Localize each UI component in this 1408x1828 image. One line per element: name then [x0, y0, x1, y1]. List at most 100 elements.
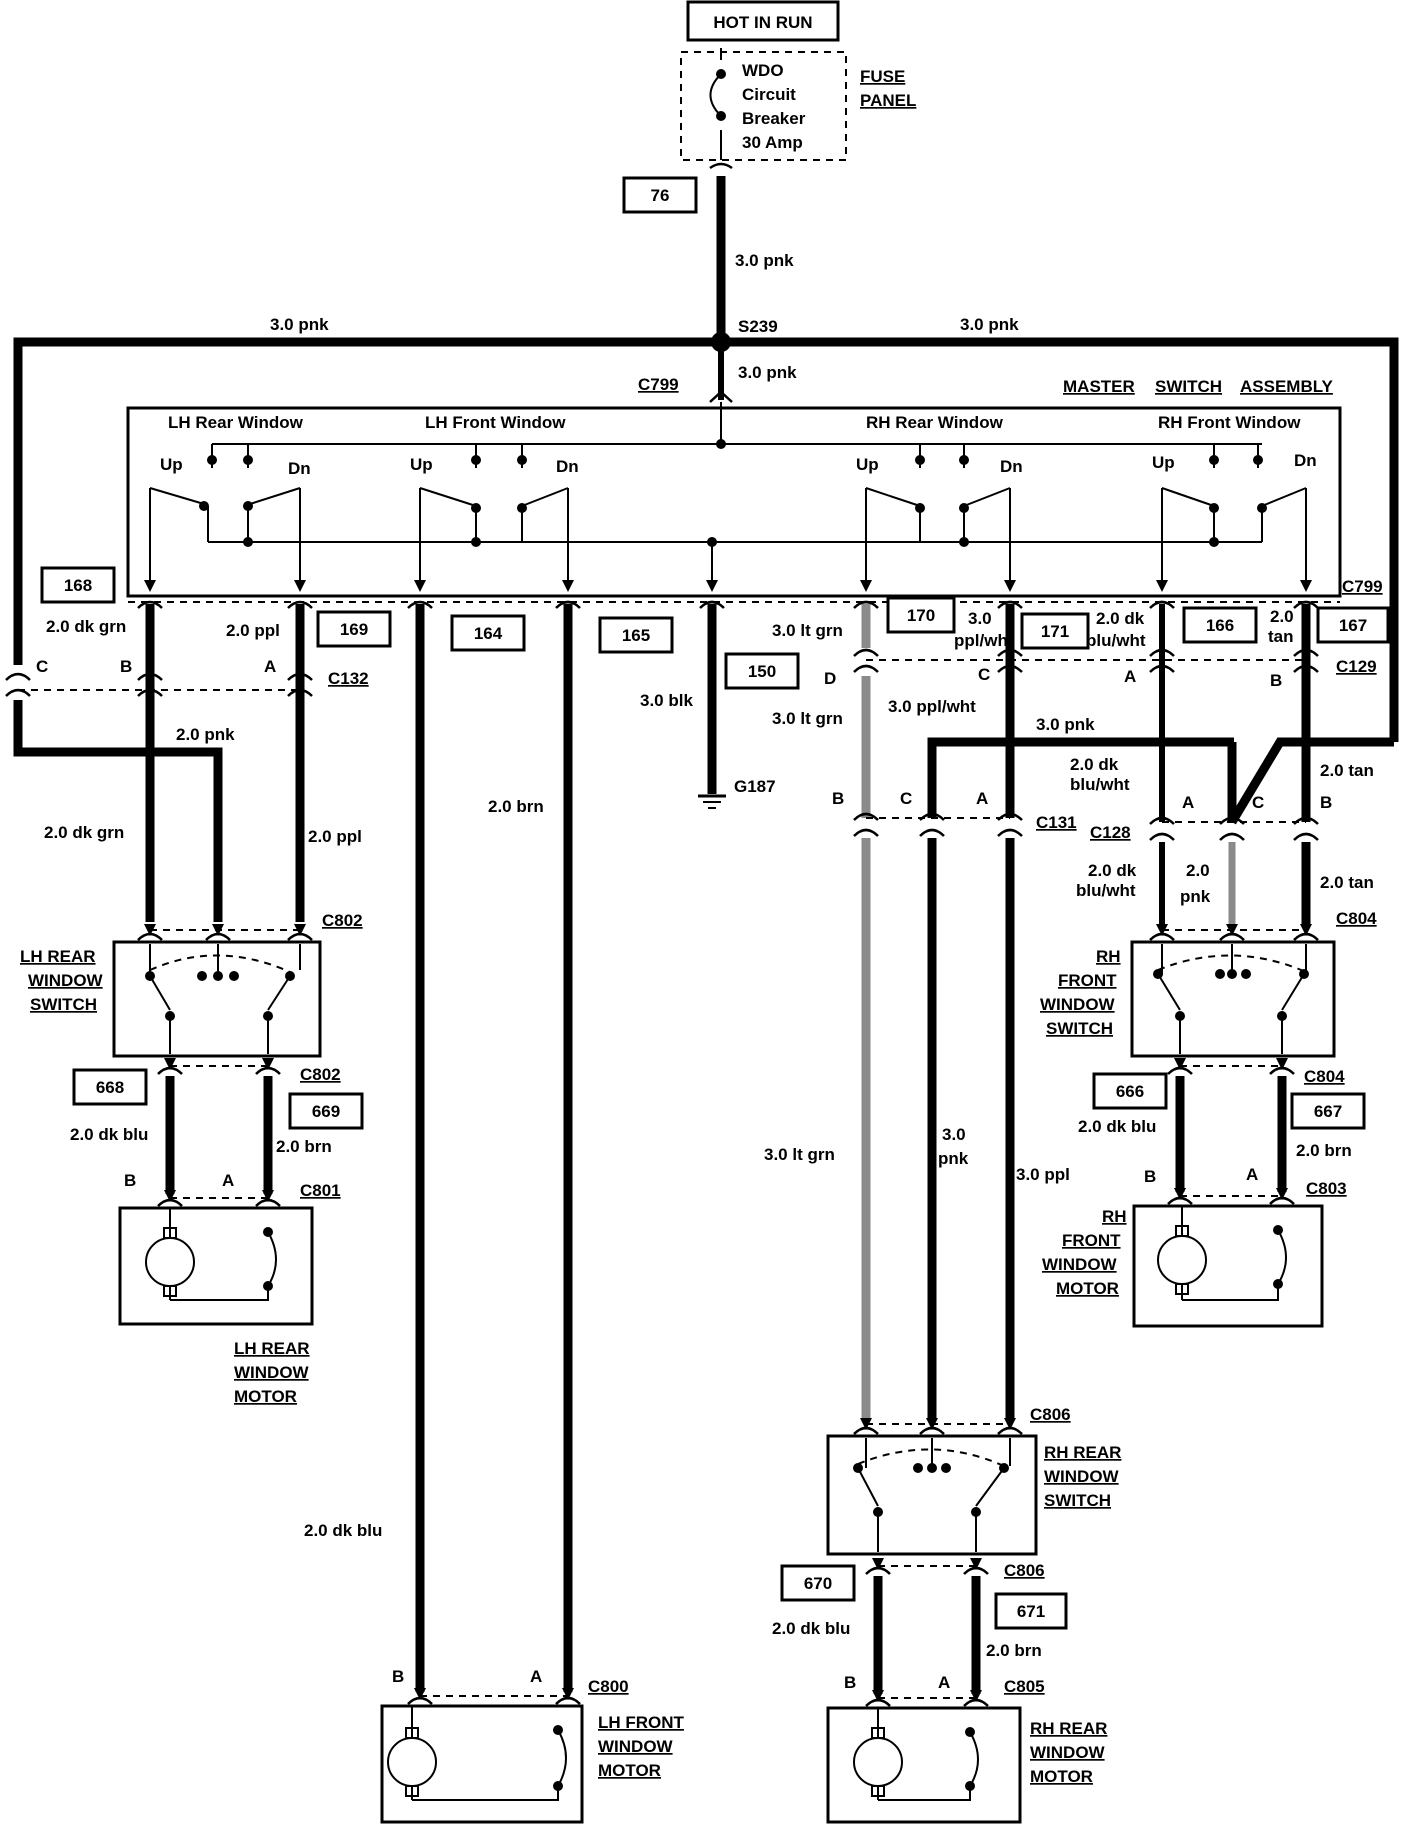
breaker-line-3: Breaker: [742, 109, 806, 128]
c129-pin-c: C: [978, 665, 990, 684]
rh-front-dn-label: Dn: [1294, 451, 1317, 470]
c803-pin-a: A: [1246, 1165, 1258, 1184]
rh-rear-switch-label-1: RH REAR: [1044, 1443, 1121, 1462]
circuit-669: 669: [312, 1102, 340, 1121]
rh-rear-window-motor: [826, 1706, 1022, 1824]
c806-top-connectors: [853, 1418, 1023, 1435]
lh-front-motor-icon: [387, 1706, 567, 1801]
wire-rf-dkblu-label: 2.0 dk blu: [1078, 1117, 1156, 1136]
circuit-670-box: [780, 1564, 856, 1602]
circuit-165: 165: [622, 626, 650, 645]
rh-front-motor-label-3: WINDOW: [1042, 1255, 1118, 1274]
rh-front-window-switch-group: RH Front Window Up Dn: [1152, 413, 1317, 586]
lh-rear-switch-label-1: LH REAR: [20, 947, 96, 966]
master-ground-junction: [707, 537, 717, 547]
rh-rear-switch-internals: [853, 1438, 1011, 1552]
c802-top-connectors: [137, 924, 313, 941]
circuit-666: 666: [1116, 1082, 1144, 1101]
c805-pin-b: B: [844, 1673, 856, 1692]
breaker-line-4: 30 Amp: [742, 133, 803, 152]
wire-rh-pnk-label: 3.0 pnk: [1036, 715, 1095, 734]
circuit-666-box: [1092, 1072, 1168, 1110]
lh-rear-window-switch: [112, 940, 322, 1058]
circuit-150-box: [724, 652, 800, 690]
c802-bottom-label: C802: [300, 1065, 341, 1084]
breaker-contact-bottom: [716, 111, 726, 121]
rh-rear-switch-label-3: SWITCH: [1044, 1491, 1111, 1510]
left-power-bus: [13, 337, 721, 665]
circuit-171-box: [1020, 612, 1090, 650]
breaker-line-1: WDO: [742, 61, 784, 80]
circuit-168: 168: [64, 576, 92, 595]
rh-front-motor-icon: [1157, 1206, 1287, 1301]
c803-connectors: [1167, 1188, 1295, 1205]
c799-bottom-label: C799: [1342, 577, 1383, 596]
c801-pin-a: A: [222, 1171, 234, 1190]
wire-166-label-b: blu/wht: [1086, 631, 1146, 650]
c805-connectors: [865, 1690, 989, 1707]
master-output-arrows: [144, 580, 1312, 592]
master-title-3: ASSEMBLY: [1240, 377, 1334, 396]
c803-label: C803: [1306, 1179, 1347, 1198]
circuit-671: 671: [1017, 1602, 1045, 1621]
c132-pin-c: C: [36, 657, 48, 676]
wire-171-label-a: 3.0: [968, 609, 992, 628]
wire-rr-pnk-label-b: pnk: [938, 1149, 969, 1168]
circuit-171: 171: [1041, 622, 1069, 641]
circuit-164: 164: [474, 624, 503, 643]
wire-rh-ltgrn-label: 3.0 lt grn: [772, 709, 843, 728]
wire-rf-brn-label: 2.0 brn: [1296, 1141, 1352, 1160]
c804-bottom-connectors: [1167, 1058, 1295, 1075]
lh-front-up-label: Up: [410, 455, 433, 474]
circuit-76-box: [622, 176, 698, 214]
c131-pin-a: A: [976, 789, 988, 808]
circuit-169-box: [316, 610, 392, 648]
fuse-connector: [709, 162, 733, 170]
splice-label: S239: [738, 317, 778, 336]
c132-connectors: [5, 672, 313, 697]
wire-rf-pnk-label-a: 2.0: [1186, 861, 1210, 880]
lh-front-dn-label: Dn: [556, 457, 579, 476]
c131-pin-c: C: [900, 789, 912, 808]
wire-rr-brn-label: 2.0 brn: [986, 1641, 1042, 1660]
rh-rear-window-switch: [826, 1434, 1038, 1556]
circuit-169: 169: [340, 620, 368, 639]
circuit-668-box: [72, 1068, 148, 1106]
lh-rear-motor-icon: [145, 1208, 277, 1301]
lh-rear-motor-label-3: MOTOR: [234, 1387, 297, 1406]
rh-front-up-label: Up: [1152, 453, 1175, 472]
c129-pin-d: D: [824, 669, 836, 688]
c806-top-label: C806: [1030, 1405, 1071, 1424]
wire-rr-ppl-label: 3.0 ppl: [1016, 1165, 1070, 1184]
c128-label: C128: [1090, 823, 1131, 842]
c801-label: C801: [300, 1181, 341, 1200]
lh-rear-switch-label-2: WINDOW: [28, 971, 104, 990]
wire-lr-dkblu-label: 2.0 dk blu: [70, 1125, 148, 1144]
wire-lh-pnk-label: 2.0 pnk: [176, 725, 235, 744]
c802-top-label: C802: [322, 911, 363, 930]
rh-front-motor-label-1: RH: [1102, 1207, 1127, 1226]
wire-rh-tan-label: 2.0 tan: [1320, 761, 1374, 780]
ground-g187-label: G187: [734, 777, 776, 796]
rh-rear-motor-label-2: WINDOW: [1030, 1743, 1106, 1762]
c804-top-label: C804: [1336, 909, 1377, 928]
right-bus-label: 3.0 pnk: [960, 315, 1019, 334]
c806-bottom-connectors: [865, 1558, 989, 1575]
wire-167-label-b: tan: [1268, 627, 1294, 646]
lh-rear-window-label: LH Rear Window: [168, 413, 304, 432]
c129-pin-b: B: [1270, 671, 1282, 690]
lh-front-motor-label-3: MOTOR: [598, 1761, 661, 1780]
rh-front-window-switch: [1130, 940, 1336, 1058]
wire-rh-pnk-feed: [1228, 737, 1394, 825]
wire-lh-front-brn-label: 2.0 brn: [488, 797, 544, 816]
circuit-671-box: [994, 1592, 1068, 1630]
c131-label: C131: [1036, 813, 1077, 832]
wire-rh-pnk-bus: [927, 737, 1234, 818]
fuse-panel-label-2: PANEL: [860, 91, 916, 110]
lh-front-window-switch-group: LH Front Window Up Dn: [410, 413, 579, 586]
breaker-element: [709, 48, 722, 160]
c803-pin-b: B: [1144, 1167, 1156, 1186]
c132-pin-a: A: [264, 657, 276, 676]
left-bus-label: 3.0 pnk: [270, 315, 329, 334]
